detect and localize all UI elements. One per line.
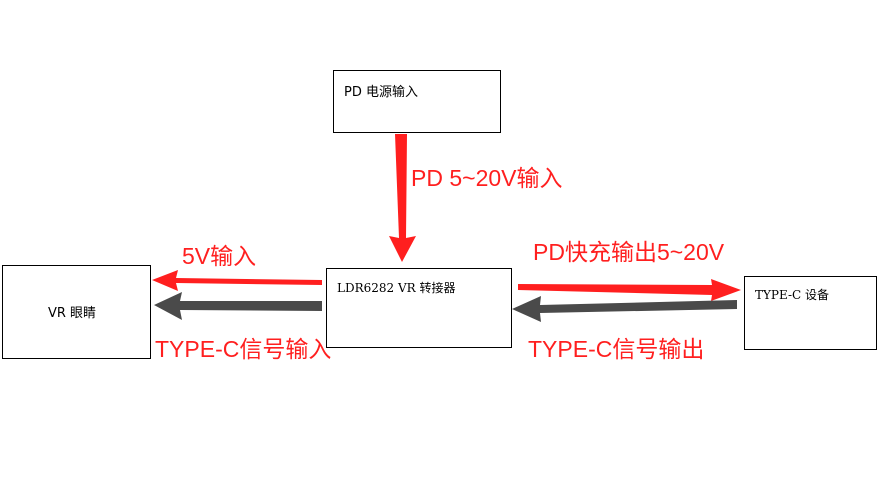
device-power-label: PD快充输出5~20V [533,239,725,265]
vr-glasses-label: VR 眼睛 [48,306,97,321]
vr-power-label: 5V输入 [182,243,257,269]
vr-power-arrow [152,270,322,291]
pd-source-box: PD 电源输入 [333,70,501,133]
vr-glasses-box: VR 眼睛 [2,265,151,359]
typec-device-label: TYPE-C 设备 [755,288,830,302]
pd-input-arrow [389,134,416,262]
device-signal-label: TYPE-C信号输出 [528,336,705,362]
device-signal-arrow [512,296,737,322]
typec-device-box: TYPE-C 设备 [744,276,877,350]
pd-input-label: PD 5~20V输入 [411,165,563,191]
vr-signal-arrow [154,292,322,320]
device-power-arrow [518,279,741,301]
pd-source-label: PD 电源输入 [344,85,418,100]
vr-signal-label: TYPE-C信号输入 [155,336,332,362]
converter-box: LDR6282 VR 转接器 [326,268,512,348]
converter-label: LDR6282 VR 转接器 [337,281,456,295]
